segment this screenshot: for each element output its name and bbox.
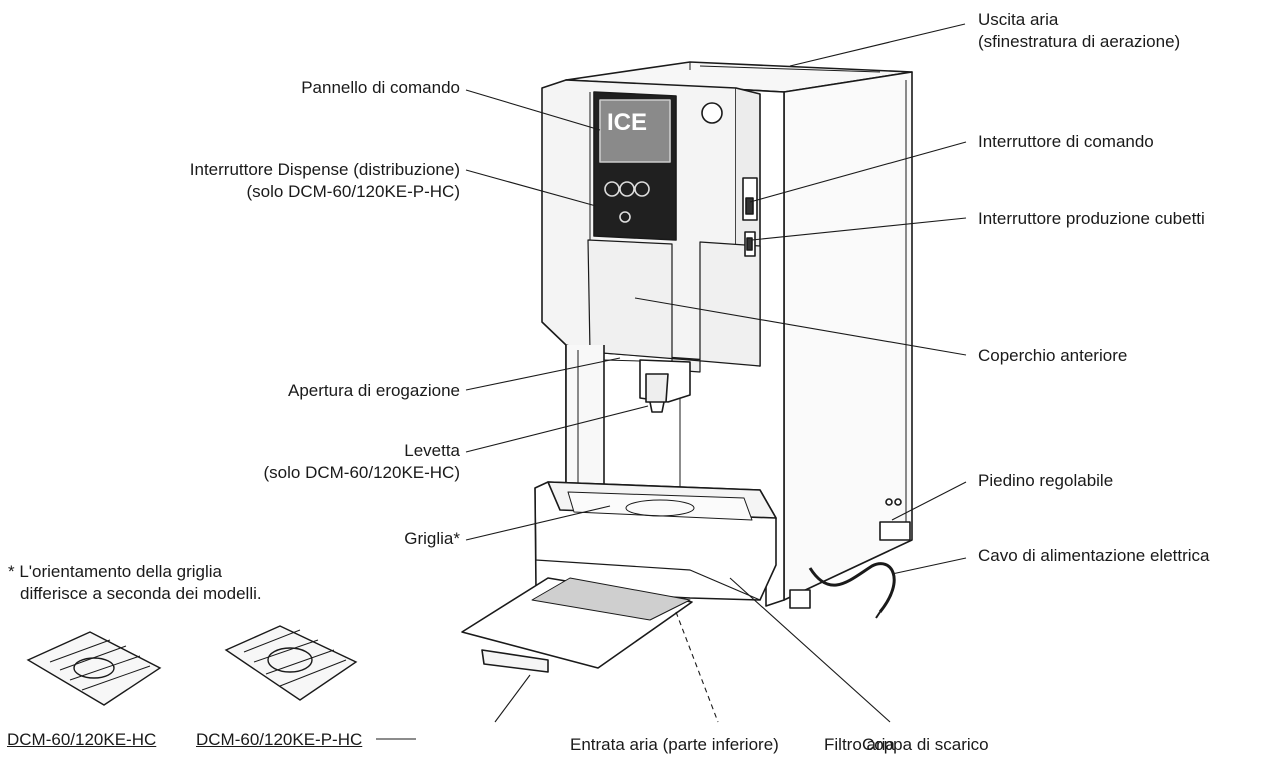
grille-illustration-2 — [224, 625, 358, 701]
drain-cup-label: Coppa di scarico — [862, 735, 989, 754]
power-cord — [808, 562, 896, 613]
front-cover-label: Coperchio anteriore — [978, 346, 1128, 365]
model-2-label: DCM-60/120KE-P-HC — [196, 730, 363, 749]
control-switch-label: Interruttore di comando — [978, 132, 1154, 151]
adjustable-foot — [879, 521, 911, 541]
power-button — [619, 211, 631, 223]
grille-label: Griglia* — [404, 529, 460, 548]
lever-label: Levetta(solo DCM-60/120KE-HC) — [263, 441, 461, 482]
dispense-switch-label: Interruttore Dispense (distribuzione)(so… — [189, 160, 460, 201]
front-cover — [587, 239, 761, 373]
leader-lines — [376, 23, 967, 740]
cabinet-right-side — [783, 71, 913, 601]
air-inlet-label: Entrata aria (parte inferiore) — [570, 735, 779, 754]
ice-production-switch-label: Interruttore produzione cubetti — [978, 209, 1205, 228]
round-cap — [701, 102, 723, 124]
air-outlet-label: Uscita aria(sfinestratura di aerazione) — [978, 10, 1181, 51]
filter-mesh — [531, 577, 691, 621]
control-panel-label: Pannello di comando — [301, 78, 460, 97]
button-3 — [634, 181, 650, 197]
lever — [645, 373, 669, 403]
power-cord-label: Cavo di alimentazione elettrica — [978, 546, 1210, 565]
grille-illustration-1 — [26, 631, 162, 706]
panel-logo: ICE — [607, 109, 647, 136]
button-2 — [619, 181, 635, 197]
filter-label: Filtro aria — [824, 735, 895, 754]
dispensing-opening-label: Apertura di erogazione — [287, 381, 460, 400]
adjustable-foot-label: Piedino regolabile — [978, 471, 1114, 490]
model-1-label: DCM-60/120KE-HC — [7, 730, 157, 749]
tray-grille-top — [567, 491, 753, 521]
button-1 — [604, 181, 620, 197]
display-screen — [599, 99, 671, 163]
